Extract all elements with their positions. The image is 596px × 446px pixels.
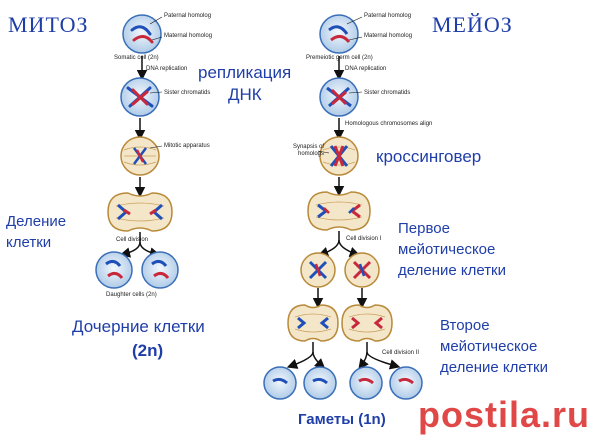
- label-first-meiotic-line2: мейотическое: [398, 241, 496, 258]
- somatic-cell: [122, 14, 163, 54]
- label-cell-division-line2: клетки: [6, 234, 52, 251]
- meiosis-ii-dividing-1: [287, 304, 339, 342]
- mitosis-column: [95, 14, 179, 289]
- meiosis-replicated-cell: [319, 77, 363, 117]
- label-cell-division-line1: Деление: [6, 213, 67, 230]
- gamete-4: [389, 366, 423, 400]
- gamete-3: [349, 366, 383, 400]
- label-daughter-ploidy: (2n): [132, 341, 164, 360]
- label-first-meiotic-line3: деление клетки: [398, 262, 507, 279]
- watermark: postila.ru: [417, 394, 590, 435]
- synapsis-cell: [317, 136, 359, 176]
- label-dna-replication-mitosis: DNA replication: [146, 66, 188, 72]
- meiosis-i-cell-2: [344, 252, 380, 288]
- label-crossing-over: кроссинговер: [376, 147, 482, 166]
- label-second-meiotic-line3: деление клетки: [440, 359, 549, 376]
- label-somatic-cell: Somatic cell (2n): [114, 55, 159, 61]
- label-replication-line1: репликация: [198, 63, 292, 82]
- premeiotic-cell: [319, 14, 363, 54]
- dividing-cell-meiosis-1: [307, 191, 371, 231]
- label-second-meiotic-line2: мейотическое: [440, 338, 538, 355]
- label-paternal-homolog-meiosis: Paternal homolog: [364, 13, 412, 19]
- label-gametes: Гаметы (1n): [298, 411, 386, 428]
- gamete-2: [303, 366, 337, 400]
- meiosis-ii-dividing-2: [341, 304, 393, 342]
- label-second-meiotic-line1: Второе: [440, 317, 490, 334]
- mitotic-apparatus-cell: [120, 136, 163, 176]
- label-sister-chromatids-meiosis: Sister chromatids: [364, 90, 411, 96]
- label-dna-replication-meiosis: DNA replication: [345, 66, 387, 72]
- replicated-cell: [120, 77, 163, 117]
- label-cell-division-i: Cell division I: [346, 236, 382, 242]
- label-daughter-cells-2n: Daughter cells (2n): [106, 292, 157, 298]
- label-premeiotic-cell: Premeiotic germ cell (2n): [306, 55, 373, 61]
- label-cell-division-mitosis: Cell division: [116, 237, 149, 243]
- label-daughter-cells: Дочерние клетки: [72, 317, 205, 336]
- daughter-cell-2: [141, 251, 179, 289]
- label-mitotic-apparatus: Mitotic apparatus: [164, 143, 210, 149]
- label-paternal-homolog-mitosis: Paternal homolog: [164, 13, 212, 19]
- label-maternal-homolog-meiosis: Maternal homolog: [364, 33, 413, 39]
- dividing-cell-mitosis: [107, 192, 173, 232]
- label-homologous-align: Homologous chromosomes align: [345, 121, 433, 127]
- label-cell-division-ii: Cell division II: [382, 350, 420, 356]
- gamete-1: [263, 366, 297, 400]
- label-maternal-homolog-mitosis: Maternal homolog: [164, 33, 213, 39]
- title-mitosis: МИТОЗ: [8, 12, 89, 37]
- label-replication-line2: ДНК: [228, 85, 262, 104]
- daughter-cell-1: [95, 251, 133, 289]
- meiosis-i-cell-1: [300, 252, 336, 288]
- label-synapsis: Synapsis of homologs: [292, 144, 324, 157]
- label-sister-chromatids-mitosis: Sister chromatids: [164, 90, 211, 96]
- meiosis-column: [263, 14, 423, 400]
- label-first-meiotic-line1: Первое: [398, 220, 450, 237]
- title-meiosis: МЕЙОЗ: [432, 12, 513, 37]
